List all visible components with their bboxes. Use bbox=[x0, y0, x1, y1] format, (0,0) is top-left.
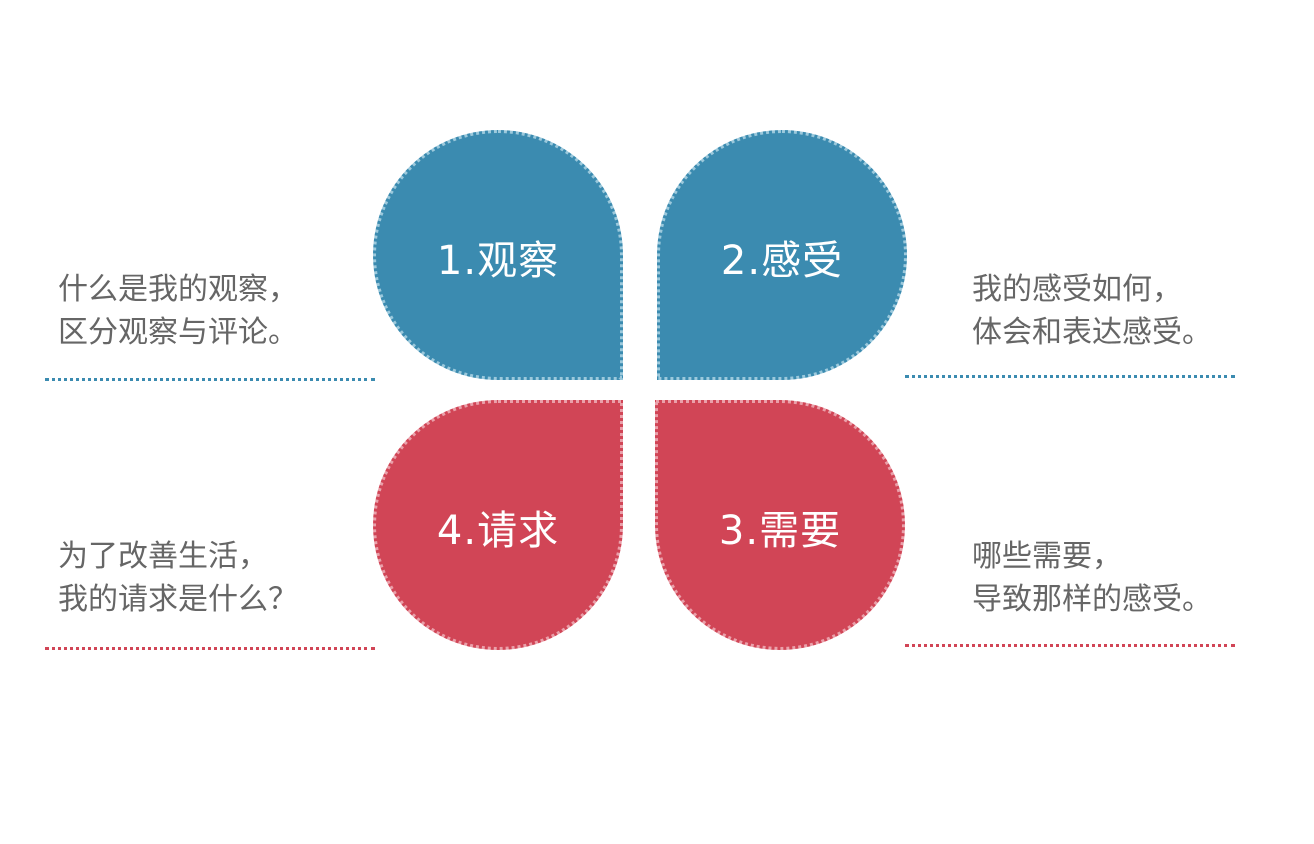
description-observation-line1: 什么是我的观察， bbox=[58, 272, 298, 307]
divider-bottom-left bbox=[45, 647, 375, 650]
description-request: 为了改善生活， 我的请求是什么？ bbox=[58, 535, 298, 621]
description-need: 哪些需要， 导致那样的感受。 bbox=[972, 535, 1212, 621]
divider-bottom-right bbox=[905, 644, 1235, 647]
petal-feeling: 2.感受 bbox=[657, 130, 907, 380]
description-need-line2: 导致那样的感受。 bbox=[972, 582, 1212, 617]
description-request-line2: 我的请求是什么？ bbox=[58, 582, 298, 617]
divider-top-right bbox=[905, 375, 1235, 378]
description-feeling-line1: 我的感受如何， bbox=[972, 272, 1182, 307]
description-feeling: 我的感受如何， 体会和表达感受。 bbox=[972, 268, 1212, 354]
description-need-line1: 哪些需要， bbox=[972, 539, 1122, 574]
petal-observation-label: 1.观察 bbox=[436, 238, 560, 284]
petal-need: 3.需要 bbox=[655, 400, 905, 650]
description-observation-line2: 区分观察与评论。 bbox=[58, 315, 298, 350]
petal-request-label: 4.请求 bbox=[436, 508, 560, 554]
divider-top-left bbox=[45, 378, 375, 381]
petal-feeling-label: 2.感受 bbox=[720, 238, 844, 284]
petal-need-label: 3.需要 bbox=[718, 508, 842, 554]
description-observation: 什么是我的观察， 区分观察与评论。 bbox=[58, 268, 298, 354]
petal-request: 4.请求 bbox=[373, 400, 623, 650]
description-feeling-line2: 体会和表达感受。 bbox=[972, 315, 1212, 350]
description-request-line1: 为了改善生活， bbox=[58, 539, 268, 574]
petal-observation: 1.观察 bbox=[373, 130, 623, 380]
